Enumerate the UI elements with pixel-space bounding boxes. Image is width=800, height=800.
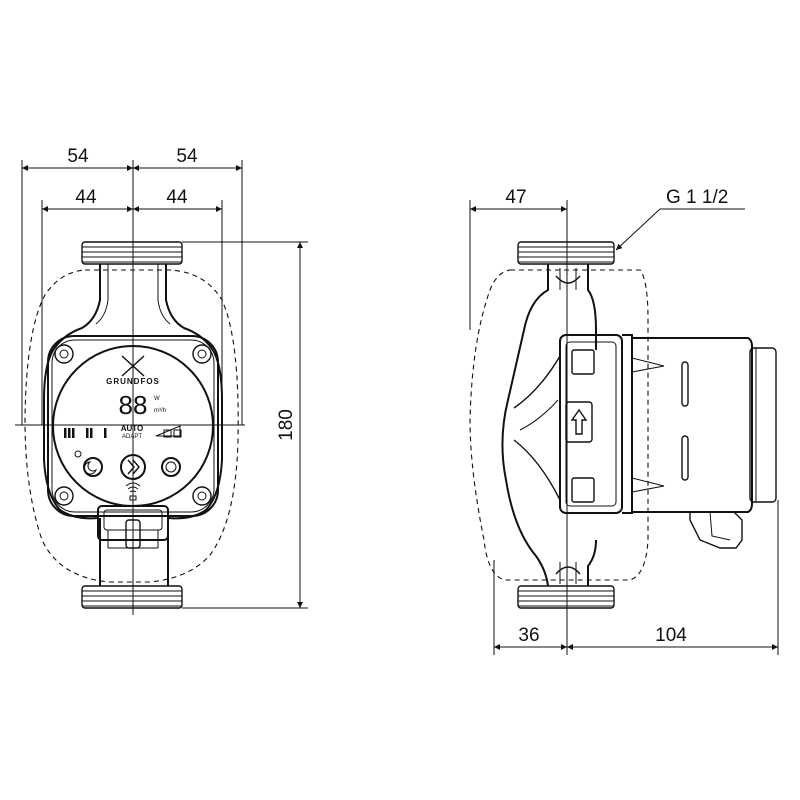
night-button[interactable] xyxy=(83,457,103,477)
signal-ramp-icon xyxy=(155,425,181,437)
thread-label: G 1 1/2 xyxy=(666,187,728,208)
dim-side-pipe-offset: 47 xyxy=(505,187,526,208)
mode-bars xyxy=(64,428,107,438)
dim-height: 180 xyxy=(276,409,297,441)
unit-flow-label: m³/h xyxy=(154,408,166,414)
mode-adapt-label: ADAPT xyxy=(122,434,142,440)
front-bottom-nut xyxy=(81,585,183,609)
side-pump-body xyxy=(501,264,597,587)
motor-can xyxy=(622,334,753,514)
front-view: GRUNDFOS 88 W m³/h AUTO ADAPT xyxy=(15,160,245,615)
front-top-nut xyxy=(81,241,183,265)
motor-fins xyxy=(631,357,689,493)
dim-front-half-inner-left: 44 xyxy=(75,187,97,208)
front-dimensions: 54 54 44 44 180 xyxy=(21,146,308,609)
dim-front-half-outer-left: 54 xyxy=(67,146,89,167)
curve-icon xyxy=(163,429,182,438)
front-housing xyxy=(43,264,223,586)
motor-flange xyxy=(559,334,623,514)
dim-side-depth: 104 xyxy=(655,625,687,646)
dim-front-half-outer-right: 54 xyxy=(176,146,198,167)
screw-icon xyxy=(54,344,212,506)
dim-front-half-inner-right: 44 xyxy=(166,187,188,208)
side-dashed-outline xyxy=(469,269,649,581)
mode-auto-label: AUTO xyxy=(121,424,144,433)
side-view xyxy=(469,200,777,655)
front-dashed-outline xyxy=(24,269,239,583)
night-mode-icon xyxy=(74,450,82,458)
side-cable-plug xyxy=(689,511,743,549)
side-bottom-nut xyxy=(517,585,615,609)
flow-direction-icon xyxy=(565,401,593,443)
side-top-nut xyxy=(517,241,615,265)
dim-side-rear: 36 xyxy=(518,625,539,646)
setup-button[interactable] xyxy=(161,457,181,477)
unit-w-label: W xyxy=(154,396,160,402)
side-dimensions: 47 G 1 1/2 36 104 xyxy=(469,187,779,655)
